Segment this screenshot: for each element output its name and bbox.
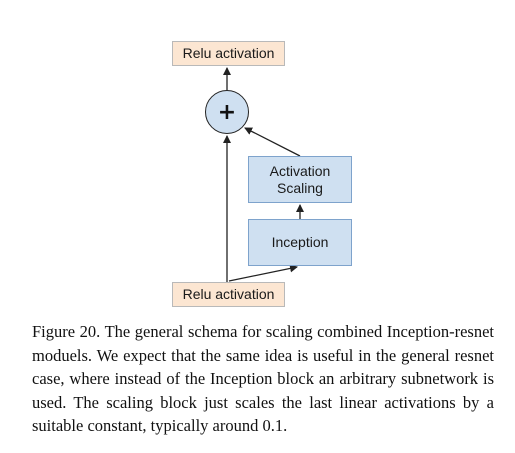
arrow-scaling-to-add	[244, 127, 301, 157]
activation-scaling-box: Activation Scaling	[248, 156, 352, 203]
activation-scaling-label: Activation Scaling	[269, 162, 331, 196]
relu-activation-top-label: Relu activation	[182, 45, 275, 61]
relu-activation-bottom-label: Relu activation	[182, 286, 275, 302]
arrow-relu-to-inception	[228, 264, 298, 282]
inception-label: Inception	[271, 234, 329, 250]
figure-caption: Figure 20. The general schema for scalin…	[32, 322, 494, 435]
add-symbol: +	[217, 99, 237, 125]
relu-activation-top-box: Relu activation	[172, 41, 285, 66]
relu-activation-bottom-box: Relu activation	[172, 282, 285, 307]
add-node-icon: +	[205, 90, 249, 134]
inception-box: Inception	[248, 219, 352, 266]
